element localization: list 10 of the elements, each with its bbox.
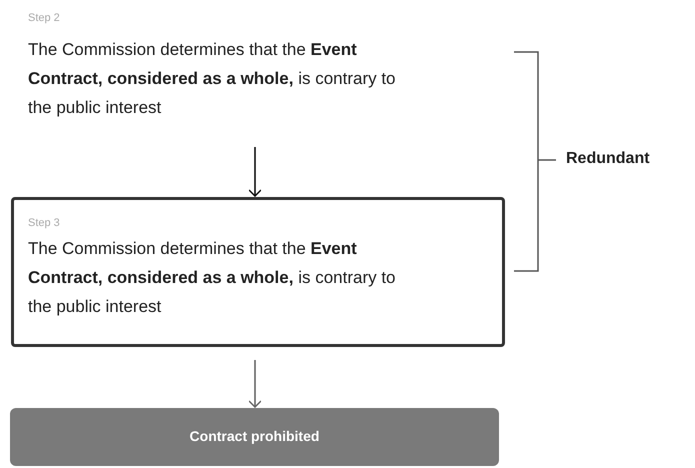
step-description: The Commission determines that the Event Contract, considered as a whole, is contrary to the public interest: [28, 39, 397, 119]
step-label: Step 3: [28, 217, 60, 229]
arrow: [248, 360, 262, 408]
result-box: [10, 408, 499, 466]
result-text: Contract prohibited: [188, 428, 320, 444]
step-label: Step 2: [28, 12, 60, 24]
bracket-label: Redundant: [566, 150, 650, 168]
step-description: The Commission determines that the Event Contract, considered as a whole, is contrary to the public interest: [28, 238, 397, 318]
arrow: [248, 147, 262, 197]
step-box: [11, 197, 505, 347]
